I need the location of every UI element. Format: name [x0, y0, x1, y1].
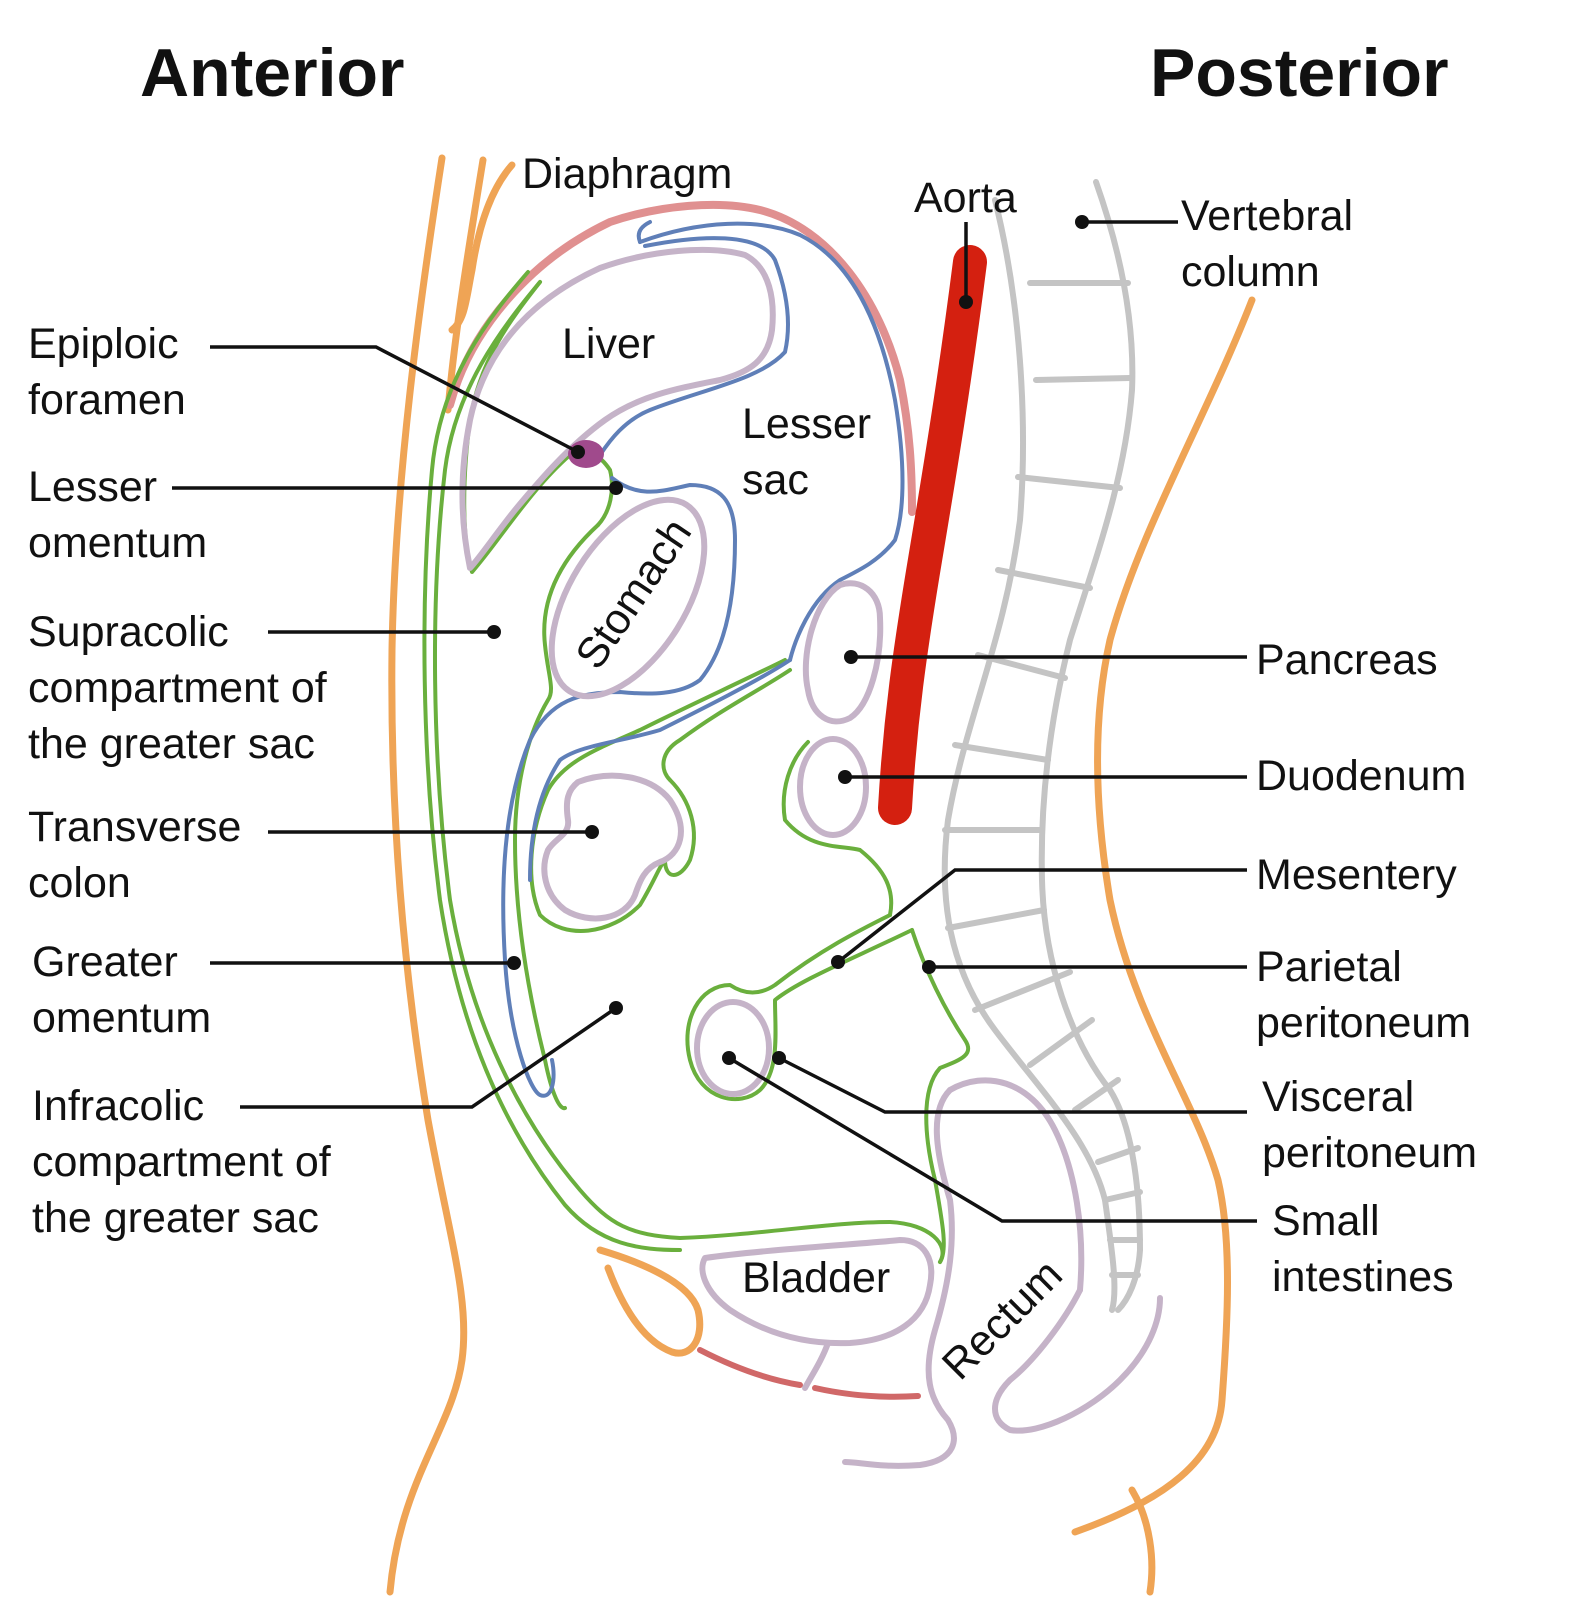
- diaphragm: [446, 200, 916, 516]
- callout-visceral-peritoneum: Visceral peritoneum: [772, 1051, 1477, 1177]
- rectum-label: Rectum: [933, 1250, 1072, 1389]
- visceral-peritoneum-label-line1: Visceral: [1262, 1073, 1414, 1121]
- callout-duodenum: Duodenum: [838, 752, 1466, 800]
- callout-greater-omentum: Greater omentum: [32, 938, 521, 1042]
- mesentery-label: Mesentery: [1256, 851, 1457, 899]
- epiploic-foramen-label-line1: Epiploic: [28, 320, 179, 368]
- lesser-omentum-label-line2: omentum: [28, 519, 207, 567]
- bladder-outline: [699, 1237, 935, 1347]
- greater-omentum-label-line2: omentum: [32, 994, 211, 1042]
- callout-aorta: [959, 222, 973, 309]
- infracolic-label-line2: compartment of: [32, 1138, 332, 1186]
- aorta: [878, 245, 987, 825]
- callout-epiploic-foramen: Epiploic foramen: [28, 320, 585, 459]
- epiploic-foramen-label-line2: foramen: [28, 376, 186, 424]
- parietal-peritoneum-label-line1: Parietal: [1256, 943, 1402, 991]
- transverse-colon-outline: [541, 772, 684, 922]
- heading-posterior: Posterior: [1150, 35, 1449, 111]
- vertebral-column-label-line1: Vertebral: [1181, 192, 1353, 240]
- callout-small-intestines: Small intestines: [722, 1051, 1454, 1301]
- vertebral-column: [941, 179, 1144, 1313]
- callout-lesser-omentum: Lesser omentum: [28, 463, 623, 567]
- diaphragm-label: Diaphragm: [522, 150, 732, 198]
- visceral-peritoneum-label-line2: peritoneum: [1262, 1129, 1477, 1177]
- pancreas-label: Pancreas: [1256, 636, 1438, 684]
- small-intestines-label-line2: intestines: [1272, 1253, 1454, 1301]
- small-intestines-label-line1: Small: [1272, 1197, 1380, 1245]
- lesser-omentum-label-line1: Lesser: [28, 463, 157, 511]
- liver-label: Liver: [562, 320, 655, 368]
- infracolic-label-line1: Infracolic: [32, 1082, 204, 1130]
- callout-mesentery: Mesentery: [831, 851, 1457, 969]
- supracolic-label-line1: Supracolic: [28, 608, 229, 656]
- callout-pancreas: Pancreas: [844, 636, 1438, 684]
- lesser-sac-label-line2: sac: [742, 456, 809, 504]
- parietal-peritoneum-label-line2: peritoneum: [1256, 999, 1471, 1047]
- small-intestine-outline: [694, 999, 772, 1097]
- vertebral-column-label-line2: column: [1181, 248, 1320, 296]
- supracolic-label-line2: compartment of: [28, 664, 328, 712]
- lesser-sac-label-line1: Lesser: [742, 400, 871, 448]
- aorta-label: Aorta: [914, 174, 1017, 222]
- callout-vertebral-column: [1075, 215, 1178, 229]
- greater-omentum-label-line1: Greater: [32, 938, 178, 986]
- stomach-outline: [548, 496, 708, 700]
- callout-transverse-colon: Transverse colon: [28, 803, 599, 907]
- rectum-outline: [947, 1077, 1085, 1293]
- organs: [459, 246, 1163, 1469]
- callout-parietal-peritoneum: Parietal peritoneum: [922, 943, 1471, 1047]
- liver-outline: [459, 246, 776, 571]
- pelvic-floor: [697, 1347, 921, 1400]
- body-wall: [386, 154, 1256, 1596]
- duodenum-outline: [797, 736, 869, 838]
- callout-supracolic: Supracolic compartment of the greater sa…: [28, 608, 501, 768]
- duodenum-label: Duodenum: [1256, 752, 1466, 800]
- bladder-label: Bladder: [742, 1254, 890, 1302]
- infracolic-label-line3: the greater sac: [32, 1194, 319, 1242]
- supracolic-label-line3: the greater sac: [28, 720, 315, 768]
- transverse-colon-label-line1: Transverse: [28, 803, 241, 851]
- transverse-colon-label-line2: colon: [28, 859, 131, 907]
- callout-infracolic: Infracolic compartment of the greater sa…: [32, 1001, 623, 1242]
- pancreas-outline: [802, 580, 884, 725]
- heading-anterior: Anterior: [140, 35, 404, 111]
